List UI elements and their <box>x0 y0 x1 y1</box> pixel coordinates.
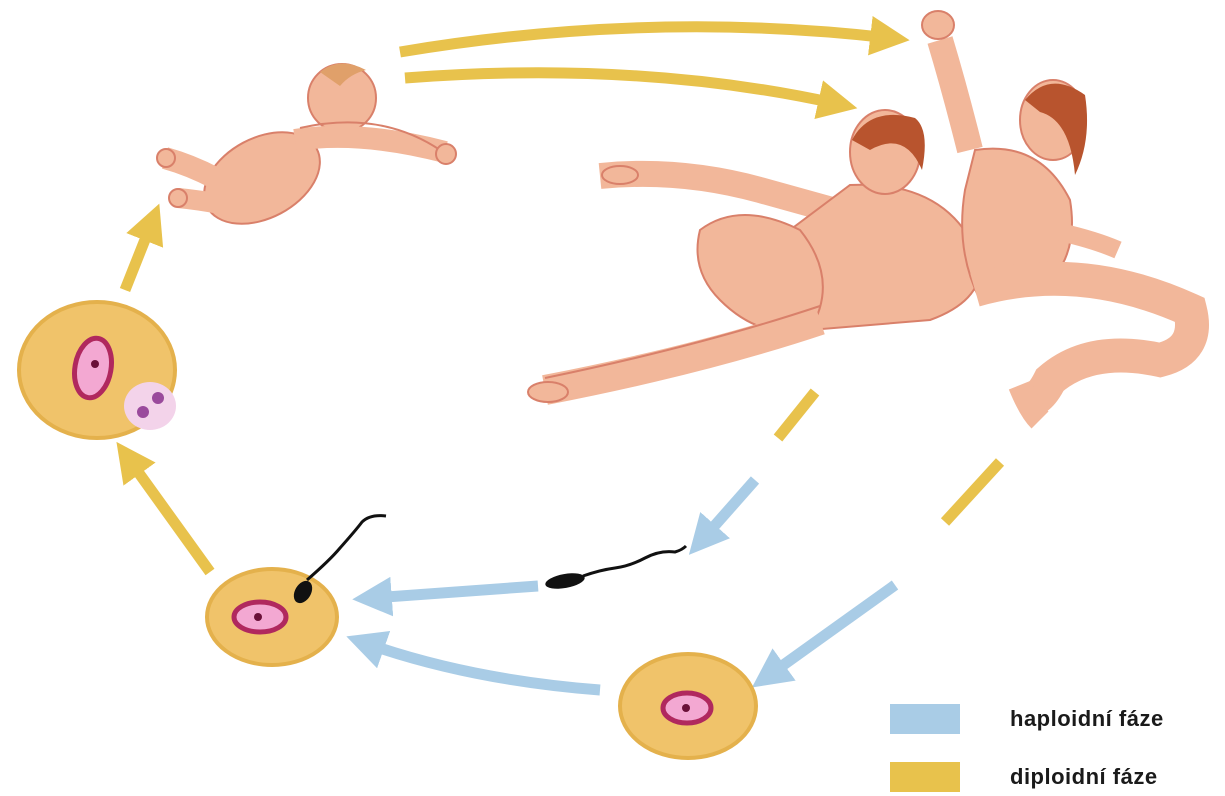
egg-cell <box>620 654 756 758</box>
arrow-infant-to-adults-1 <box>400 27 890 52</box>
legend-diploid-label: diploidní fáze <box>1010 764 1158 790</box>
adult-woman <box>922 11 1192 420</box>
legend-haploid: haploidní fáze <box>890 704 1164 734</box>
infant <box>157 63 456 242</box>
zygote <box>207 516 386 665</box>
diploid-swatch-icon <box>890 762 960 792</box>
dashed-man-to-sperm <box>778 392 815 438</box>
adult-man <box>528 110 980 402</box>
arrow-egg-to-zygote <box>365 643 600 690</box>
arrow-woman-to-egg <box>768 585 895 676</box>
arrow-embryo-to-infant <box>125 222 152 290</box>
sperm-cell <box>544 546 686 591</box>
legend-haploid-label: haploidní fáze <box>1010 706 1164 732</box>
legend-diploid: diploidní fáze <box>890 762 1158 792</box>
dashed-woman-to-egg <box>945 462 1000 522</box>
arrow-man-to-sperm <box>702 480 755 540</box>
haploid-swatch-icon <box>890 704 960 734</box>
arrow-zygote-to-embryo <box>128 458 210 572</box>
embryo <box>19 302 176 438</box>
arrow-infant-to-adults-2 <box>405 73 838 104</box>
arrow-sperm-to-zygote <box>372 586 538 598</box>
haploid-arrows <box>365 480 895 690</box>
